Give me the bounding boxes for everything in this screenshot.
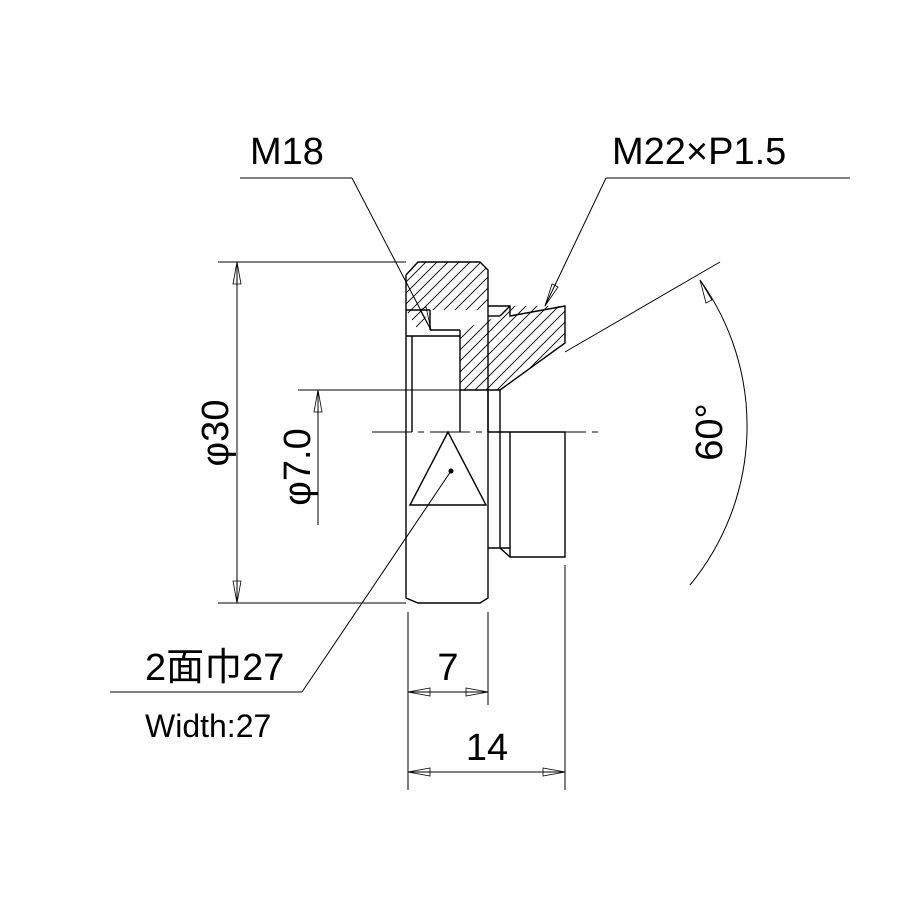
hatch-line — [460, 306, 555, 390]
dim-hole-diameter — [298, 389, 460, 525]
hex-flat-marker — [408, 430, 488, 506]
hatch-line — [460, 306, 522, 390]
label-m22: M22×P1.5 — [612, 131, 786, 173]
label-m18: M18 — [250, 131, 324, 173]
hatch-line — [479, 262, 488, 330]
hatch-line — [424, 262, 488, 330]
hatch-line — [569, 300, 664, 395]
leader-flats — [110, 470, 452, 693]
hatch-line — [406, 262, 445, 330]
hatch-line — [406, 262, 434, 330]
hatch-line — [406, 262, 488, 330]
section-hatch-hex — [315, 255, 488, 340]
dim-outer-diameter — [218, 261, 406, 604]
dim-hex-length — [407, 612, 489, 790]
hatch-line — [360, 300, 455, 395]
dim-angle-label: 60° — [689, 403, 731, 460]
label-flats-jp: 2面巾27 — [145, 647, 284, 689]
dim-total-length — [407, 565, 566, 790]
hatch-line — [460, 306, 544, 390]
dim-hex-length-label: 7 — [437, 647, 458, 689]
hatch-line — [468, 262, 488, 330]
dim-hole-diameter-label: φ7.0 — [277, 428, 319, 505]
dim-total-length-label: 14 — [466, 727, 508, 769]
hatch-line — [315, 255, 400, 340]
dim-outer-diameter-label: φ30 — [195, 400, 237, 467]
label-flats-en: Width:27 — [145, 708, 271, 744]
hatch-line — [460, 306, 533, 390]
leader-m18 — [240, 177, 432, 331]
hatch-line — [457, 262, 488, 330]
hatch-line — [460, 306, 467, 390]
hatch-line — [406, 262, 456, 330]
hatch-line — [406, 262, 423, 330]
hatch-line — [406, 262, 478, 330]
dim-angle — [564, 261, 748, 586]
hatch-line — [446, 262, 488, 330]
leader-m22 — [544, 177, 850, 307]
hatch-line — [435, 262, 488, 330]
hatch-line — [406, 262, 467, 330]
hatch-line — [469, 306, 565, 390]
hatch-line — [491, 306, 565, 390]
hatch-line — [480, 306, 565, 390]
